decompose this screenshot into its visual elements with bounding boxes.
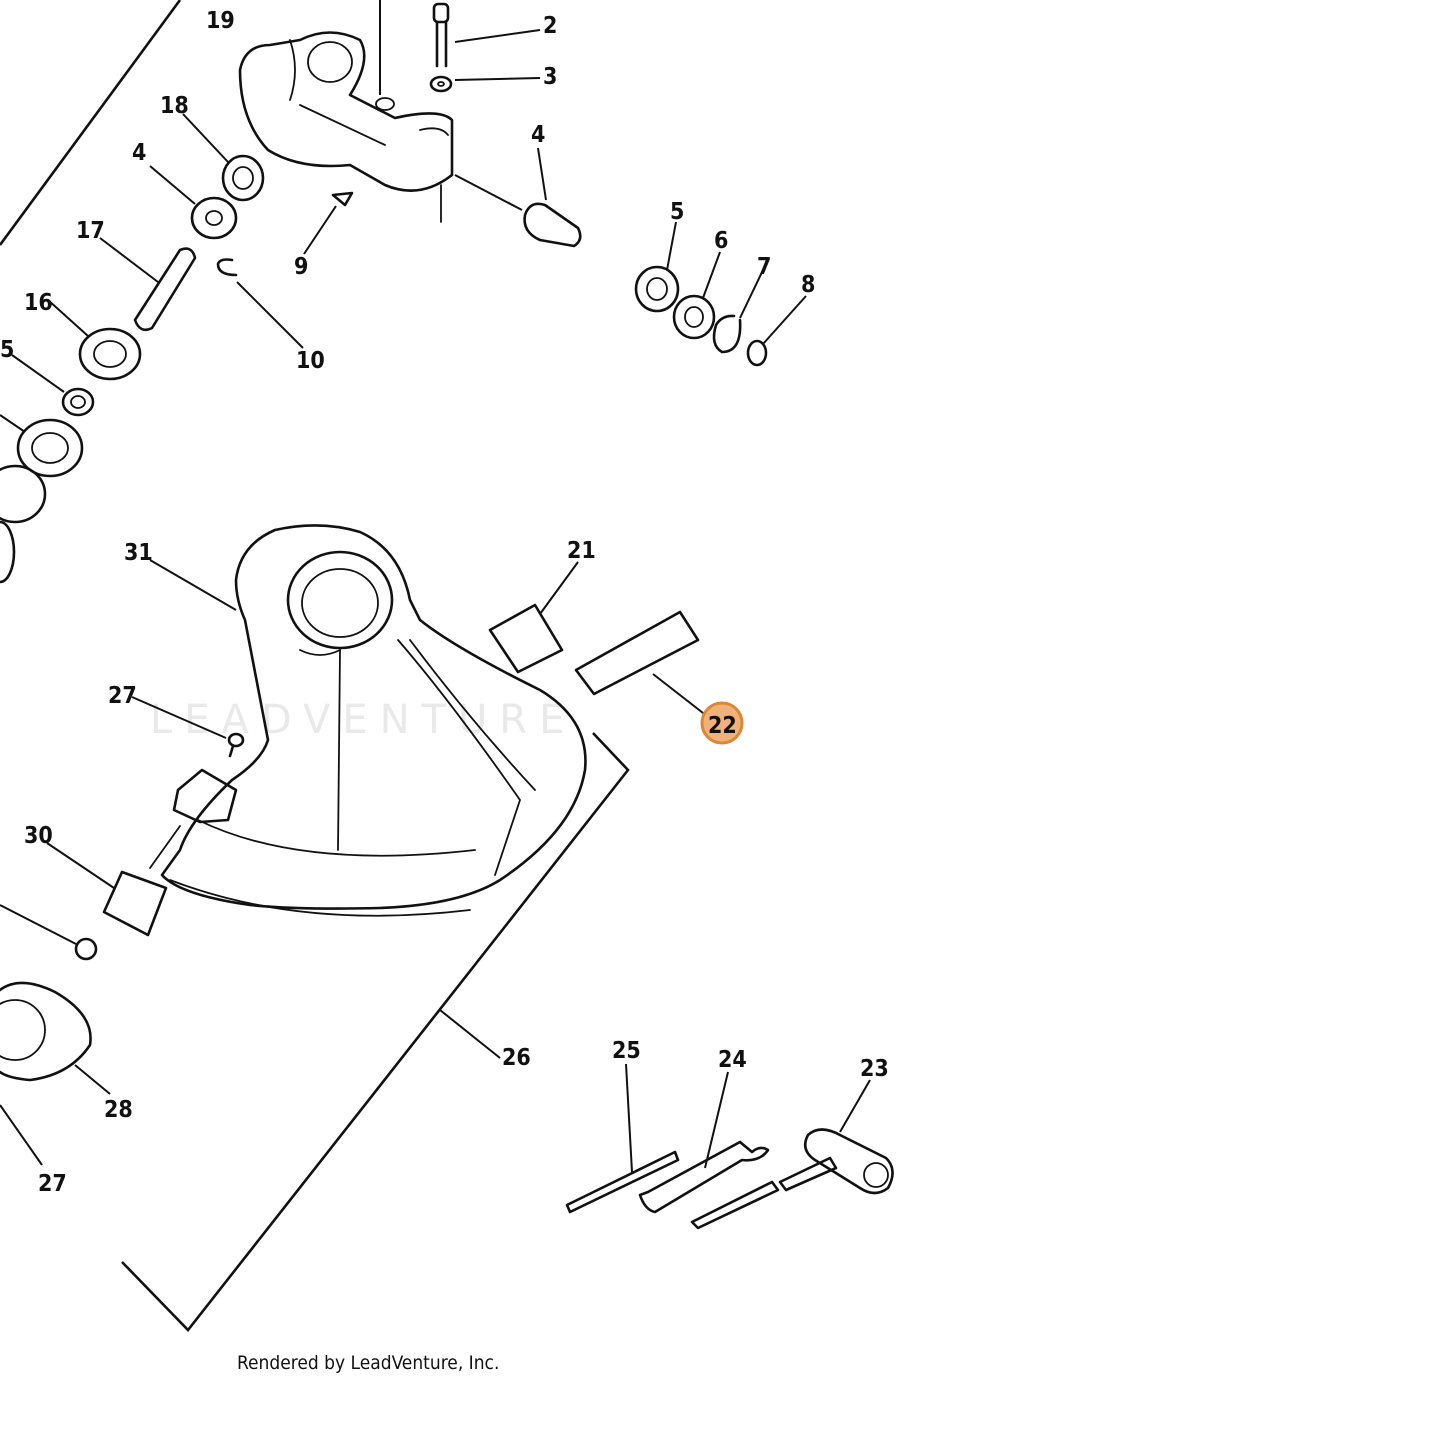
part-16-bearing [47,299,142,381]
part-5-bearing [634,221,680,313]
part-18-bearing [182,113,265,202]
watermark: LEADVENTURE [150,697,576,743]
part-23-box-wrench [778,1079,894,1195]
part-19-gear-housing [238,0,454,223]
part-26-leader [439,1009,501,1059]
callout-25[interactable]: 25 [612,1038,641,1064]
part-28-plate [0,981,111,1095]
part-10-snap-ring [216,258,304,349]
callout-10[interactable]: 10 [296,348,325,374]
callout-28[interactable]: 28 [104,1097,133,1123]
callout-31[interactable]: 31 [124,540,153,566]
part-3-washer [429,75,541,93]
left-edge-parts [0,414,84,584]
part-15-spacer [11,354,95,417]
part-24-wrench [638,1071,780,1230]
part-22-label [574,610,713,721]
part-25-rod [565,1063,680,1214]
part-27-screw-upper [131,696,245,758]
part-4-bevel-gear [149,165,238,240]
callout-4-right[interactable]: 4 [531,122,545,148]
callout-19[interactable]: 19 [206,8,235,34]
callout-5[interactable]: 5 [670,199,684,225]
callout-15[interactable]: 5 [0,337,14,363]
callout-2[interactable]: 2 [543,13,557,39]
callout-labels: 19 2 3 4 18 4 17 9 10 16 5 5 6 7 8 31 21… [0,8,889,1197]
callout-23[interactable]: 23 [860,1056,889,1082]
callout-26[interactable]: 26 [502,1045,531,1071]
part-30-plate [46,842,168,937]
part-7-snap-ring [712,267,765,354]
callout-3[interactable]: 3 [543,64,557,90]
callout-16[interactable]: 16 [24,290,53,316]
callout-30[interactable]: 30 [24,823,53,849]
part-27-lower-leader [0,1104,43,1166]
part-17-shaft [99,237,197,332]
callout-7[interactable]: 7 [757,254,771,280]
callout-21[interactable]: 21 [567,538,596,564]
callout-27-upper[interactable]: 27 [108,683,137,709]
part-31-guard [149,524,587,917]
callout-4-left[interactable]: 4 [132,140,146,166]
callout-24[interactable]: 24 [718,1047,747,1073]
callout-18[interactable]: 18 [160,93,189,119]
part-4-pinion-gear [454,147,582,248]
part-21-label [488,561,579,674]
nut [0,904,98,961]
footer-credit: Rendered by LeadVenture, Inc. [237,1352,500,1374]
callout-17[interactable]: 17 [76,218,105,244]
callout-8[interactable]: 8 [801,272,815,298]
part-9-key [303,191,354,255]
part-8-ring [746,295,807,367]
assembly-frame [0,0,630,1332]
callout-22[interactable]: 22 [708,713,737,739]
part-2-bolt [432,2,541,68]
callout-6[interactable]: 6 [714,228,728,254]
callout-9[interactable]: 9 [294,254,308,280]
callout-27-lower[interactable]: 27 [38,1171,67,1197]
highlight-marker [700,701,744,745]
part-6-bearing [672,251,721,340]
guard-bracket [149,768,238,869]
